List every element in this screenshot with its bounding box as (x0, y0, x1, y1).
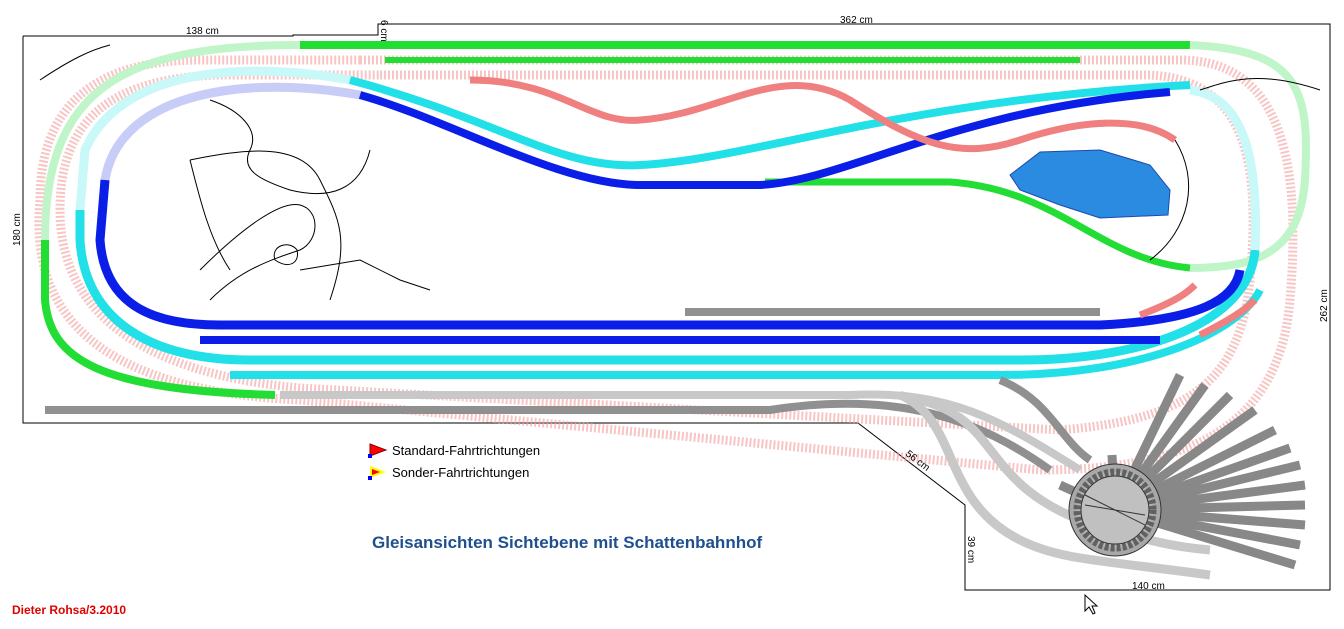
lake (1009, 149, 1171, 219)
green-loop (41, 41, 1311, 399)
dim-39cm: 39 cm (965, 536, 976, 563)
legend-standard-label: Standard-Fahrtrichtungen (392, 442, 541, 458)
terrain-contours (39, 44, 1321, 301)
dim-138cm: 138 cm (186, 26, 219, 37)
pink-tracks (469, 76, 1258, 339)
hidden-tracks (34, 55, 1298, 475)
author-credit: Dieter Rohsa/3.2010 (12, 603, 127, 617)
grey-tracks (45, 308, 1211, 580)
dim-362cm: 362 cm (840, 15, 873, 26)
legend-special: Sonder-Fahrtrichtungen (368, 464, 529, 480)
yellow-red-flag-icon (368, 466, 386, 480)
room-outline (22, 23, 1331, 591)
legend-standard: Standard-Fahrtrichtungen (368, 442, 540, 458)
diagram-title: Gleisansichten Sichtebene mit Schattenba… (372, 533, 763, 552)
blue-loop (95, 82, 1245, 344)
dim-6cm: 6 cm (378, 20, 389, 42)
legend-special-label: Sonder-Fahrtrichtungen (392, 464, 530, 480)
turntable (1058, 373, 1306, 570)
dim-180cm: 180 cm (12, 213, 23, 246)
dim-140cm: 140 cm (1132, 581, 1165, 592)
red-flag-icon (368, 443, 388, 458)
mouse-cursor-icon (1084, 593, 1099, 615)
dim-262cm: 262 cm (1319, 289, 1330, 322)
